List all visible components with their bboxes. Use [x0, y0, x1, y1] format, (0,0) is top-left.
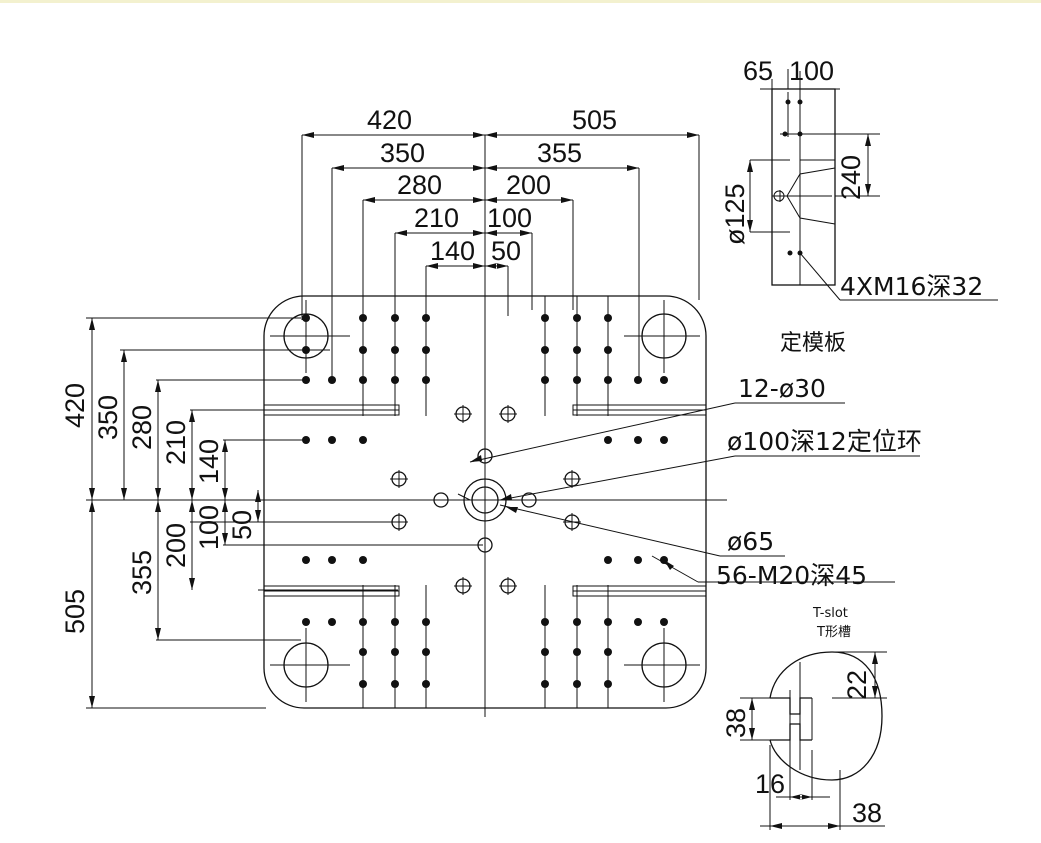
height-dim-label: 100 — [194, 505, 224, 550]
t-slot-title-cn: T形槽 — [816, 625, 851, 640]
callout-holes-30: 12-ø30 — [738, 374, 826, 403]
height-dim-label: 280 — [127, 405, 157, 450]
height-dim-label: 355 — [127, 550, 157, 595]
height-dim-label: 420 — [60, 383, 90, 428]
side-view: 65 100 240 ø125 4XM16深32 定模板 — [720, 56, 998, 356]
width-dim-label: 200 — [506, 170, 551, 200]
t-slot-title-en: T-slot — [812, 606, 848, 621]
width-dim-label: 100 — [487, 203, 532, 233]
center-lines — [86, 135, 727, 717]
side-dim-125: ø125 — [720, 183, 750, 245]
t-slot-dim-38-width: 38 — [852, 798, 882, 828]
side-dim-240: 240 — [836, 155, 866, 200]
height-dim-label: 140 — [194, 439, 224, 484]
width-dim-label: 355 — [537, 138, 582, 168]
tie-bar-holes — [270, 300, 700, 702]
width-dim-label: 505 — [572, 105, 617, 135]
callouts: 12-ø30 ø100深12定位环 ø65 56-M20深45 — [457, 374, 922, 590]
height-dim-label: 200 — [161, 523, 191, 568]
height-dim-label: 505 — [60, 589, 90, 634]
t-slot-dim-22: 22 — [842, 670, 872, 700]
callout-center-hole: ø65 — [727, 527, 774, 556]
side-view-title: 定模板 — [780, 331, 846, 356]
callout-locating-ring: ø100深12定位环 — [727, 427, 922, 456]
tapped-holes — [302, 296, 668, 708]
width-dim-label: 350 — [380, 138, 425, 168]
width-dim-label: 280 — [397, 170, 442, 200]
height-dimensions: 420 350 280 210 140 100 50 200 355 505 — [60, 317, 483, 709]
height-dim-label: 50 — [227, 510, 257, 540]
t-slot-detail: T-slot T形槽 22 38 16 38 — [721, 606, 887, 830]
side-thread-note: 4XM16深32 — [840, 272, 983, 301]
width-dim-label: 50 — [491, 236, 521, 266]
side-dim-100: 100 — [789, 56, 834, 86]
side-dim-65: 65 — [743, 56, 773, 86]
height-dim-label: 210 — [161, 420, 191, 465]
width-dim-label: 420 — [367, 105, 412, 135]
t-slot-dim-38-height: 38 — [721, 708, 751, 738]
width-dim-label: 140 — [430, 236, 475, 266]
callout-tapped-holes: 56-M20深45 — [716, 561, 867, 590]
top-border — [0, 0, 1041, 3]
width-dim-label: 210 — [414, 203, 459, 233]
width-dimensions: 420 505 350 355 280 200 210 100 140 50 — [301, 105, 700, 383]
height-dim-label: 350 — [93, 395, 123, 440]
